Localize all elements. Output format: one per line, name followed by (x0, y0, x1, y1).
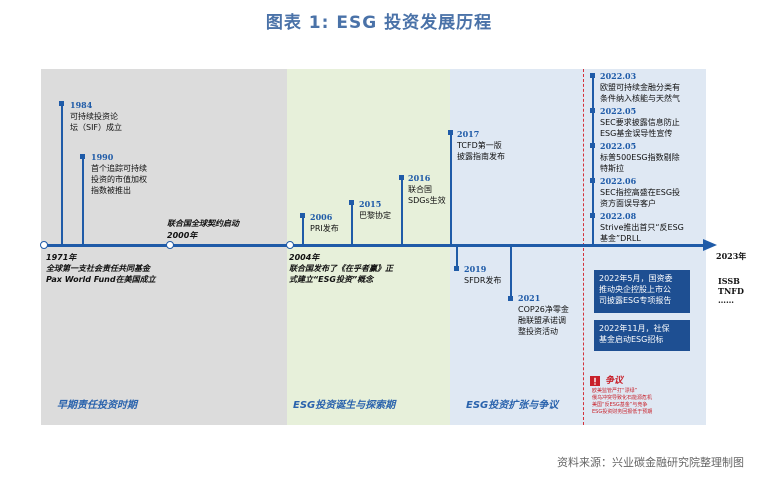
event-1984-year: 1984 (70, 100, 93, 110)
axis-event-2023-year: 2023年 (716, 251, 747, 261)
future-item-more: …… (718, 295, 734, 305)
event-1990-text: 首个追踪可持续 投资的市值加权 指数被推出 (91, 164, 147, 195)
event-2021-year: 2021 (518, 293, 541, 303)
axis-event-1971-text: 全球第一支社会责任共同基金 Pax World Fund在美国成立 (46, 264, 156, 284)
marker-1984 (59, 101, 64, 106)
recent-stem (592, 75, 594, 246)
axis-dot-1971 (40, 241, 48, 249)
marker-2019 (454, 266, 459, 271)
axis-event-1971-year: 1971年 (46, 253, 77, 262)
recent-event-5-date: 2022.08 (600, 211, 637, 221)
recent-event-4-date: 2022.06 (600, 176, 637, 186)
event-2019-text: SFDR发布 (464, 276, 502, 285)
stem-2017 (450, 133, 452, 246)
stem-1984 (61, 104, 63, 246)
period-band-recent (583, 69, 706, 425)
event-1990-year: 1990 (91, 152, 114, 162)
info-box-ssf: 2022年11月，社保 基金启动ESG招标 (594, 320, 690, 351)
period-band-birth (287, 69, 450, 425)
marker-2022-06 (590, 178, 595, 183)
marker-2022-03 (590, 73, 595, 78)
info-box-sasac: 2022年5月，国资委 推动央企控股上市公 司披露ESG专项报告 (594, 270, 690, 313)
axis-event-2004-year: 2004年 (289, 253, 320, 262)
event-2006-year: 2006 (310, 212, 333, 222)
marker-2022-05-b (590, 143, 595, 148)
source-note: 资料来源：兴业碳金融研究院整理制图 (557, 456, 744, 469)
period-band-expansion (450, 69, 583, 425)
controversy-line-3: 美国“反ESG基金”与竞争 (592, 402, 648, 408)
recent-event-3-text: 标普500ESG指数剔除 特斯拉 (600, 153, 680, 173)
marker-2015 (349, 200, 354, 205)
event-2016-year: 2016 (408, 173, 431, 183)
event-2015-year: 2015 (359, 199, 382, 209)
chart-title: 图表 1: ESG 投资发展历程 (265, 13, 493, 33)
marker-2016 (399, 175, 404, 180)
controversy-divider (583, 69, 584, 425)
period-label-early: 早期责任投资时期 (57, 400, 137, 411)
recent-event-1-text: 欧盟可持续金融分类有 条件纳入核能与天然气 (600, 83, 680, 103)
axis-event-2000-year: 2000年 (167, 231, 198, 240)
recent-event-1-date: 2022.03 (600, 71, 637, 81)
stem-2019 (456, 246, 458, 268)
period-label-expansion: ESG投资扩张与争议 (466, 400, 559, 411)
warning-icon (589, 372, 601, 386)
recent-event-2-date: 2022.05 (600, 106, 637, 116)
marker-2017 (448, 130, 453, 135)
stem-1990 (82, 157, 84, 246)
period-band-early (41, 69, 287, 425)
stem-2015 (351, 203, 353, 246)
axis-dot-2000 (166, 241, 174, 249)
axis-dot-2004 (286, 241, 294, 249)
recent-event-4-text: SEC指控高盛在ESG投 资方面误导客户 (600, 188, 681, 208)
stem-2016 (401, 178, 403, 246)
event-2016-text: 联合国 SDGs生效 (408, 185, 446, 205)
controversy-line-1: 欧美监管严打“漂绿” (592, 388, 638, 394)
event-2021-text: COP26净零金 融联盟承诺调 整投资活动 (518, 305, 569, 336)
timeline-arrow (703, 239, 717, 251)
period-label-birth: ESG投资诞生与探索期 (293, 400, 396, 411)
controversy-line-4: ESG投资财务回报低于预期 (592, 409, 653, 415)
controversy-line-2: 俄乌冲突导致化石能源危机 (592, 395, 653, 401)
axis-event-2000-text: 联合国全球契约启动 (167, 219, 239, 228)
axis-event-2004-text: 联合国发布了《在乎者赢》正 式建立“ESG投资”概念 (289, 264, 393, 284)
event-2017-year: 2017 (457, 129, 480, 139)
marker-2022-08 (590, 213, 595, 218)
recent-event-2-text: SEC要求披露信息防止 ESG基金误导性宣传 (600, 118, 680, 138)
controversy-label: 争议 (605, 376, 624, 386)
marker-2022-05-a (590, 108, 595, 113)
stem-2006 (302, 216, 304, 246)
stem-2021 (510, 246, 512, 298)
future-item-tnfd: TNFD (718, 286, 744, 296)
marker-2006 (300, 213, 305, 218)
event-2015-text: 巴黎协定 (359, 211, 391, 220)
recent-event-5-text: Strive推出首只“反ESG 基金”DRLL (600, 223, 684, 243)
timeline-axis (41, 244, 709, 247)
marker-2021 (508, 296, 513, 301)
recent-event-3-date: 2022.05 (600, 141, 637, 151)
event-2006-text: PRI发布 (310, 224, 339, 233)
event-2019-year: 2019 (464, 264, 487, 274)
marker-1990 (80, 154, 85, 159)
event-2017-text: TCFD第一版 披露指南发布 (457, 141, 505, 161)
future-item-issb: ISSB (718, 276, 740, 286)
event-1984-text: 可持续投资论 坛（SIF）成立 (70, 112, 123, 132)
